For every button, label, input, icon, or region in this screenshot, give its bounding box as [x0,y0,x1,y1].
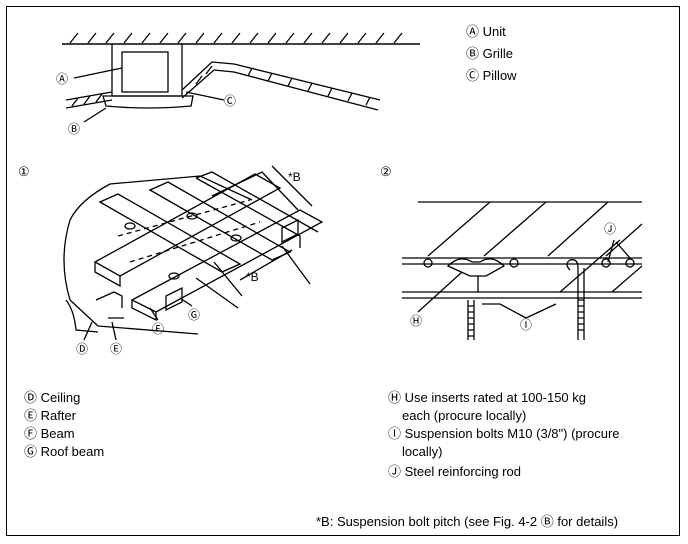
callout-e: Ⓔ [110,342,123,356]
figure-1-number: ① [18,164,30,179]
insert [446,258,506,292]
callout-j: Ⓙ [604,222,617,236]
figure-2-number: ② [380,164,392,179]
callout-h: Ⓗ [410,314,423,328]
legend-pillow: Ⓒ Pillow [466,68,517,83]
pitch-label-lower: *B [246,270,259,284]
callout-a: Ⓐ [56,72,69,86]
callout-d: Ⓓ [76,342,89,356]
hook-bolt [566,259,585,340]
legend-rod: Ⓙ Steel reinforcing rod [388,464,521,479]
legend-bolts-line2: locally) [402,444,443,459]
roof-line [65,61,381,111]
legend-inserts-line2: each (procure locally) [402,408,527,423]
concrete-slab [402,201,643,299]
wood-structure [63,165,324,341]
footnote: *B: Suspension bolt pitch (see Fig. 4-2 … [316,514,619,529]
unit-body [111,44,183,97]
legend-bolts-line1: Ⓘ Suspension bolts M10 (3/8") (procure [388,426,620,441]
grille [102,95,194,109]
pitch-label-upper: *B [288,170,301,184]
callout-i: Ⓘ [520,318,533,332]
figure-frame [6,6,680,536]
legend-inserts-line1: Ⓗ Use inserts rated at 100-150 kg [388,390,586,405]
legend-ceiling: Ⓓ Ceiling [24,390,81,405]
legend-rafter: Ⓔ Rafter [24,408,77,423]
threaded-bolt [467,300,475,340]
callout-b: Ⓑ [68,122,81,136]
callout-g: Ⓖ [188,308,201,322]
legend-unit: Ⓐ Unit [466,24,506,39]
ceiling-slab [62,32,420,45]
legend-beam: Ⓕ Beam [24,426,75,441]
legend-roof-beam: Ⓖ Roof beam [24,444,105,459]
callout-c: Ⓒ [224,94,237,108]
legend-grille: Ⓑ Grille [466,46,513,61]
callout-f: Ⓕ [152,322,165,336]
